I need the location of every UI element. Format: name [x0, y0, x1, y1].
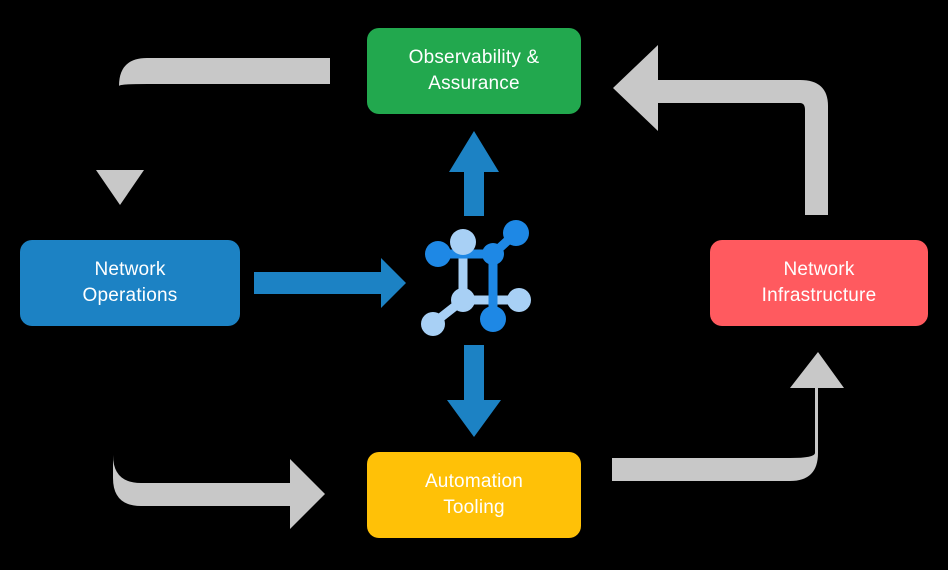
arrow-center-to-automation — [447, 345, 501, 437]
arrow-center-to-observability — [449, 131, 499, 216]
node-automation-tooling[interactable]: Automation Tooling — [367, 452, 581, 538]
arrow-automation-to-infrastructure — [612, 352, 844, 481]
arrow-operations-to-center — [254, 258, 406, 308]
topology-light-nodes — [421, 229, 531, 336]
arrow-infrastructure-to-observability — [613, 45, 828, 215]
arrow-operations-to-automation — [113, 357, 325, 529]
node-network-operations[interactable]: Network Operations — [20, 240, 240, 326]
node-observability-assurance[interactable]: Observability & Assurance — [367, 28, 581, 114]
topology-bright-nodes — [425, 220, 529, 332]
node-network-infrastructure[interactable]: Network Infrastructure — [710, 240, 928, 326]
arrow-observability-to-operations — [96, 58, 330, 205]
network-topology-icon — [421, 220, 531, 336]
